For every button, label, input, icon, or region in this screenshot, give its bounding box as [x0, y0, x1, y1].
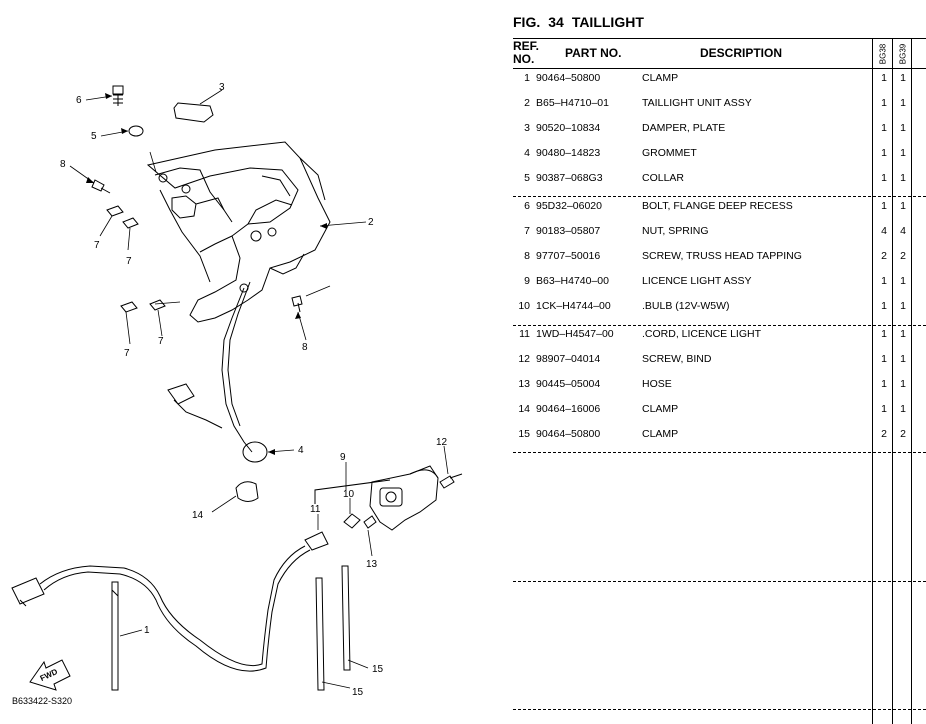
callout-15: 15	[372, 664, 384, 675]
collar-part	[128, 125, 144, 137]
figure-label: FIG.	[513, 14, 541, 30]
callout-7: 7	[158, 336, 164, 347]
callout-7: 7	[124, 348, 130, 359]
group-separator	[513, 325, 926, 326]
callout-7: 7	[126, 256, 132, 267]
bolt-part	[112, 85, 124, 106]
leader-lines	[69, 89, 449, 689]
callout-8: 8	[302, 342, 308, 353]
callout-2: 2	[368, 217, 374, 228]
end-connector	[11, 577, 45, 607]
figure-number: 34	[548, 14, 564, 30]
callout-5: 5	[91, 131, 97, 142]
spring-nut	[122, 217, 139, 229]
bind-screw	[439, 473, 463, 489]
header-bottom-rule	[513, 68, 926, 69]
licence-light-cord-plug	[304, 531, 329, 551]
header-description: DESCRIPTION	[700, 46, 783, 60]
column-rule	[872, 38, 873, 724]
callout-6: 6	[76, 95, 82, 106]
screw-part	[91, 179, 111, 194]
callout-1: 1	[144, 625, 150, 636]
callout-15: 15	[352, 687, 364, 698]
callout-8: 8	[60, 159, 66, 170]
spring-nut	[106, 205, 124, 217]
column-rule	[892, 38, 893, 724]
screw-part	[291, 295, 303, 313]
header-part-no: PART NO.	[565, 46, 622, 60]
callout-12: 12	[436, 437, 448, 448]
bulb-part	[343, 513, 361, 529]
callout-7: 7	[94, 240, 100, 251]
cable-tie	[341, 565, 351, 671]
group-separator	[513, 581, 926, 582]
hose-part	[363, 515, 377, 529]
group-separator	[513, 452, 926, 453]
callout-10: 10	[343, 489, 355, 500]
figure-name: TAILLIGHT	[571, 14, 644, 30]
forward-arrow-icon	[29, 659, 71, 691]
main-wire-harness	[39, 545, 306, 667]
callout-4: 4	[298, 445, 304, 456]
callout-14: 14	[192, 510, 204, 521]
header-model-1: BG38	[878, 43, 888, 65]
side-connector	[167, 383, 223, 429]
header-model-2: BG39	[898, 43, 908, 65]
diagram-code: B633422-S320	[12, 696, 72, 706]
spring-nut	[120, 301, 138, 313]
column-rule	[911, 38, 912, 724]
damper-plate	[173, 102, 214, 123]
callout-3: 3	[219, 82, 225, 93]
spring-nut	[149, 299, 166, 311]
licence-light-assy	[369, 465, 439, 531]
cable-tie	[315, 577, 325, 691]
header-ref-no: REF. NO.	[513, 39, 540, 66]
grommet-part	[242, 441, 268, 463]
figure-title: FIG. 34 TAILLIGHT	[513, 14, 652, 30]
parts-diagram: 1 2 3 4 5 6 7 7 7 7 8 8 9 10 11 12 13 14…	[11, 82, 463, 706]
hose-clamp	[235, 481, 259, 502]
group-separator	[513, 709, 926, 710]
fwd-label: FWD	[39, 667, 60, 683]
group-separator	[513, 196, 926, 197]
taillight-harness	[221, 287, 253, 453]
callout-9: 9	[340, 452, 346, 463]
callout-11: 11	[310, 504, 321, 515]
header-top-rule	[513, 38, 926, 39]
callout-13: 13	[366, 559, 378, 570]
cable-tie	[111, 581, 119, 691]
